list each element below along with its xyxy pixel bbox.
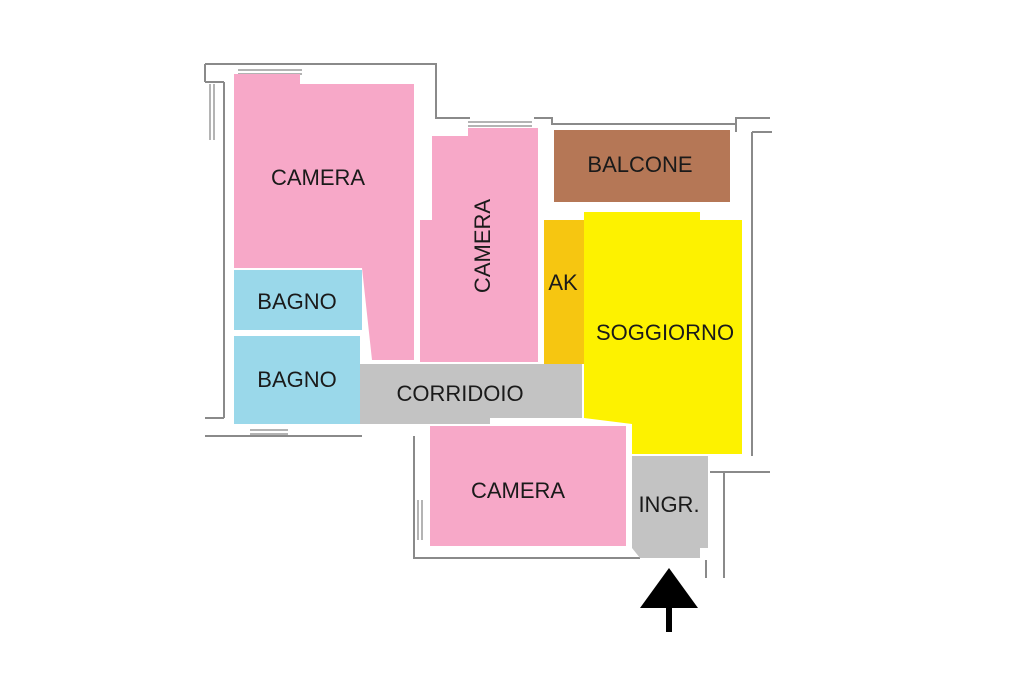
room-bagno-1 xyxy=(234,270,362,330)
room-ak-label: AK xyxy=(548,270,578,295)
room-corridoio-label: CORRIDOIO xyxy=(396,381,523,406)
room-camera-1 xyxy=(234,74,414,360)
room-camera-3-label: CAMERA xyxy=(471,478,565,503)
room-bagno-2 xyxy=(234,336,360,424)
room-bagno-1-label: BAGNO xyxy=(257,289,336,314)
room-soggiorno xyxy=(584,212,742,454)
up-arrow-icon xyxy=(640,568,698,632)
room-bagno-2-label: BAGNO xyxy=(257,367,336,392)
room-balcone xyxy=(554,130,730,202)
room-balcone-label: BALCONE xyxy=(587,152,692,177)
room-ak xyxy=(544,220,584,364)
room-corridoio xyxy=(360,364,582,424)
room-camera-2 xyxy=(420,128,538,362)
room-ingresso xyxy=(632,456,708,558)
room-camera-2-label: CAMERA xyxy=(470,199,495,293)
room-camera-1-label: CAMERA xyxy=(271,165,365,190)
room-camera-3 xyxy=(430,426,626,546)
room-soggiorno-label: SOGGIORNO xyxy=(596,320,734,345)
room-ingresso-label: INGR. xyxy=(638,492,699,517)
walls xyxy=(204,63,772,578)
